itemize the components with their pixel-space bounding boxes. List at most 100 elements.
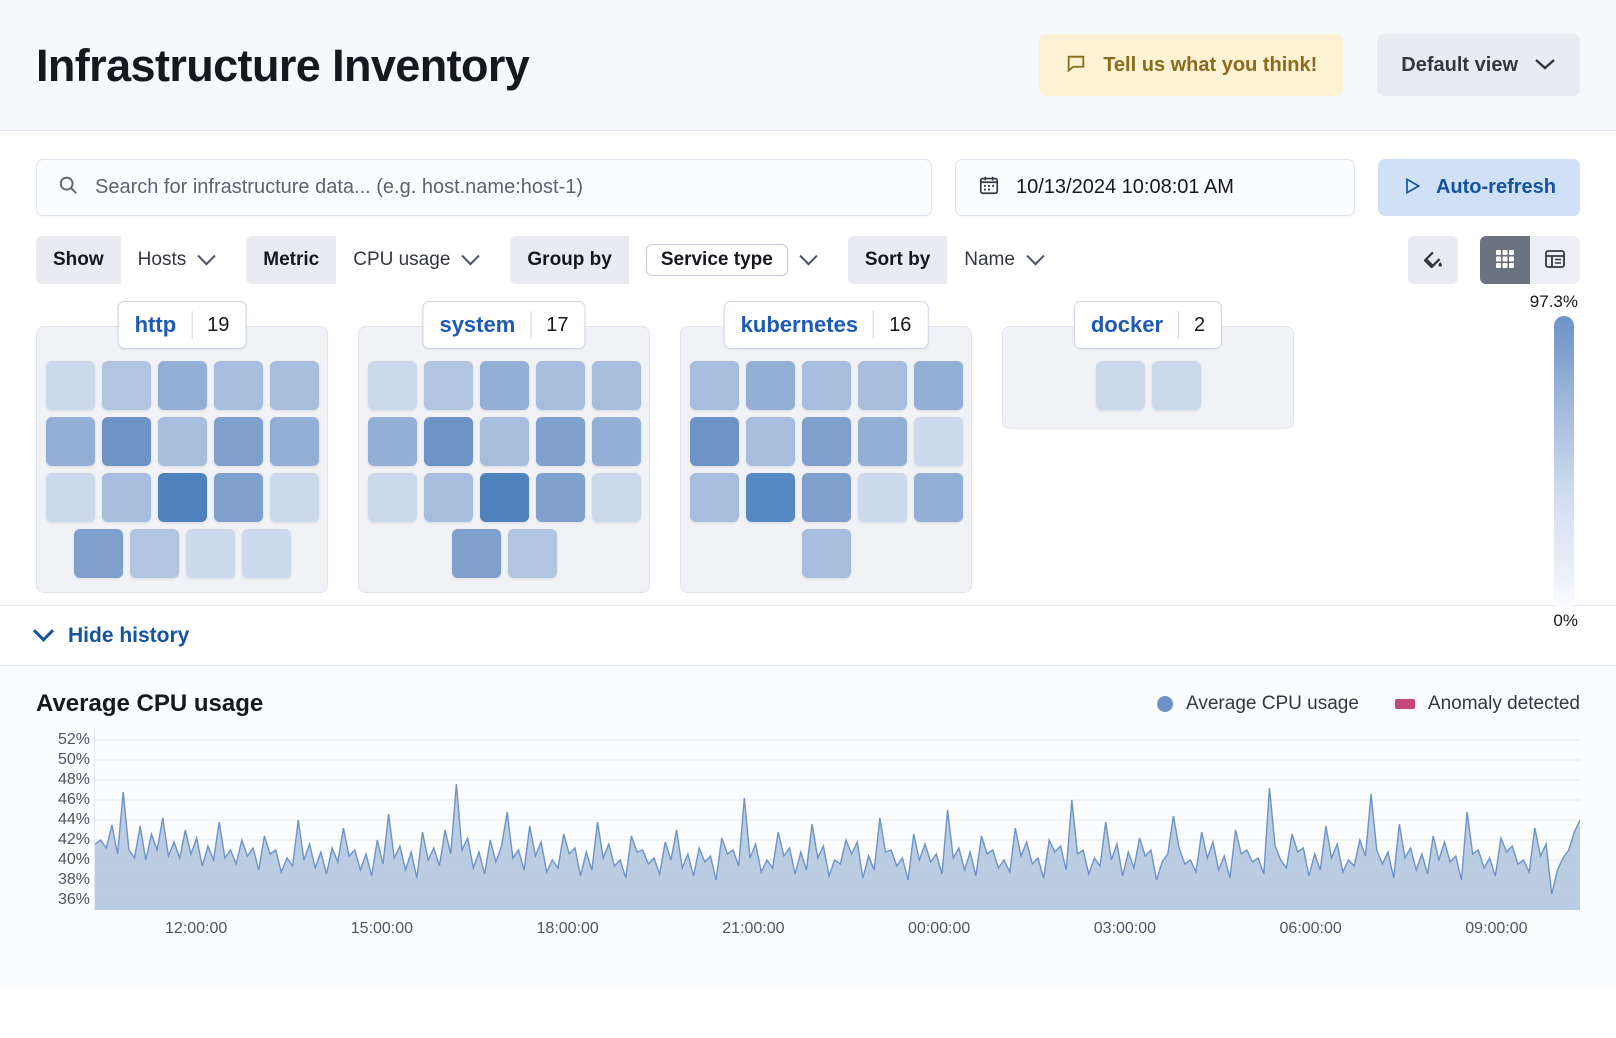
host-tile[interactable] bbox=[689, 473, 739, 522]
host-tile[interactable] bbox=[591, 361, 641, 410]
chevron-down-icon bbox=[461, 246, 481, 265]
host-tile[interactable] bbox=[857, 473, 907, 522]
color-fill-button[interactable] bbox=[1408, 236, 1458, 284]
auto-refresh-button[interactable]: Auto-refresh bbox=[1377, 159, 1580, 216]
group-docker[interactable]: docker 2 bbox=[1002, 301, 1294, 429]
legend-label: Anomaly detected bbox=[1427, 693, 1580, 714]
host-tile[interactable] bbox=[45, 473, 95, 522]
search-input[interactable]: Search for infrastructure data... (e.g. … bbox=[36, 159, 932, 216]
host-tile[interactable] bbox=[479, 417, 529, 466]
host-tile[interactable] bbox=[1095, 361, 1145, 410]
host-tile[interactable] bbox=[101, 361, 151, 410]
host-tile[interactable] bbox=[269, 361, 319, 410]
host-tile[interactable] bbox=[157, 473, 207, 522]
legend-max-label: 97.3% bbox=[1529, 292, 1578, 311]
x-tick-label: 03:00:00 bbox=[1093, 920, 1157, 937]
host-tile[interactable] bbox=[857, 417, 907, 466]
host-tile[interactable] bbox=[1151, 361, 1201, 410]
filter-group-by-value[interactable]: Service type bbox=[628, 236, 832, 284]
host-tile[interactable] bbox=[745, 473, 795, 522]
host-tile[interactable] bbox=[213, 361, 263, 410]
group-badge[interactable]: kubernetes 16 bbox=[723, 301, 929, 349]
host-tile[interactable] bbox=[269, 473, 319, 522]
host-tile[interactable] bbox=[157, 417, 207, 466]
history-chart-panel: Average CPU usage Average CPU usage Anom… bbox=[0, 666, 1616, 986]
host-tile[interactable] bbox=[185, 529, 235, 578]
tile-grid bbox=[37, 345, 327, 578]
host-tile[interactable] bbox=[801, 473, 851, 522]
host-tile[interactable] bbox=[535, 361, 585, 410]
group-badge[interactable]: http 19 bbox=[117, 301, 247, 349]
host-tile[interactable] bbox=[591, 473, 641, 522]
legend-dot-icon bbox=[1157, 696, 1174, 712]
host-tile[interactable] bbox=[535, 473, 585, 522]
tile-row bbox=[45, 417, 319, 466]
play-icon bbox=[1402, 176, 1422, 199]
group-badge[interactable]: system 17 bbox=[422, 301, 586, 349]
host-tile[interactable] bbox=[241, 529, 291, 578]
host-tile[interactable] bbox=[423, 417, 473, 466]
view-tools bbox=[1408, 236, 1580, 284]
host-tile[interactable] bbox=[745, 417, 795, 466]
host-tile[interactable] bbox=[745, 361, 795, 410]
filter-sort-by-value-text: Name bbox=[964, 249, 1015, 270]
chart-header: Average CPU usage Average CPU usage Anom… bbox=[36, 690, 1580, 718]
host-tile[interactable] bbox=[689, 361, 739, 410]
host-tile[interactable] bbox=[479, 473, 529, 522]
host-tile[interactable] bbox=[423, 473, 473, 522]
y-tick-label: 44% bbox=[57, 811, 90, 828]
chart-legend: Average CPU usage Anomaly detected bbox=[1157, 693, 1580, 715]
feedback-button[interactable]: Tell us what you think! bbox=[1039, 34, 1344, 96]
host-tile[interactable] bbox=[591, 417, 641, 466]
host-tile[interactable] bbox=[157, 361, 207, 410]
filter-sort-by-value[interactable]: Name bbox=[947, 236, 1059, 284]
filter-metric-value[interactable]: CPU usage bbox=[336, 236, 495, 284]
group-http[interactable]: http 19 bbox=[36, 301, 328, 593]
host-tile[interactable] bbox=[913, 417, 963, 466]
host-tile[interactable] bbox=[479, 361, 529, 410]
host-tile[interactable] bbox=[45, 361, 95, 410]
group-badge[interactable]: docker 2 bbox=[1073, 301, 1223, 349]
legend-item-anomaly[interactable]: Anomaly detected bbox=[1394, 693, 1580, 715]
host-tile[interactable] bbox=[423, 361, 473, 410]
host-tile[interactable] bbox=[269, 417, 319, 466]
host-tile[interactable] bbox=[367, 473, 417, 522]
host-tile[interactable] bbox=[129, 529, 179, 578]
filter-show-value[interactable]: Hosts bbox=[120, 236, 231, 284]
host-tile[interactable] bbox=[913, 361, 963, 410]
controls-area: Search for infrastructure data... (e.g. … bbox=[0, 131, 1616, 284]
host-tile[interactable] bbox=[213, 417, 263, 466]
host-tile[interactable] bbox=[101, 473, 151, 522]
group-count: 17 bbox=[546, 313, 569, 336]
host-tile[interactable] bbox=[101, 417, 151, 466]
legend-item-average-cpu[interactable]: Average CPU usage bbox=[1157, 693, 1359, 715]
host-tile[interactable] bbox=[367, 361, 417, 410]
chart-area-fill bbox=[95, 784, 1580, 910]
header-actions: Tell us what you think! Default view bbox=[1039, 34, 1580, 96]
host-tile[interactable] bbox=[213, 473, 263, 522]
chart-plot-area[interactable] bbox=[94, 730, 1580, 910]
group-count: 2 bbox=[1194, 313, 1206, 336]
hide-history-toggle[interactable]: Hide history bbox=[0, 606, 1616, 666]
y-tick-label: 48% bbox=[57, 771, 90, 788]
host-tile[interactable] bbox=[451, 529, 501, 578]
host-tile[interactable] bbox=[367, 417, 417, 466]
date-picker[interactable]: 10/13/2024 10:08:01 AM bbox=[954, 159, 1355, 216]
host-tile[interactable] bbox=[801, 361, 851, 410]
group-kubernetes[interactable]: kubernetes 16 bbox=[680, 301, 972, 593]
table-view-button[interactable] bbox=[1530, 236, 1580, 284]
host-tile[interactable] bbox=[689, 417, 739, 466]
host-tile[interactable] bbox=[507, 529, 557, 578]
host-tile[interactable] bbox=[73, 529, 123, 578]
grid-view-button[interactable] bbox=[1480, 236, 1530, 284]
default-view-button[interactable]: Default view bbox=[1377, 34, 1580, 96]
host-tile[interactable] bbox=[857, 361, 907, 410]
filter-group-by: Group by Service type bbox=[510, 236, 832, 284]
tile-row bbox=[689, 417, 963, 466]
host-tile[interactable] bbox=[45, 417, 95, 466]
host-tile[interactable] bbox=[913, 473, 963, 522]
host-tile[interactable] bbox=[801, 417, 851, 466]
group-system[interactable]: system 17 bbox=[358, 301, 650, 593]
host-tile[interactable] bbox=[535, 417, 585, 466]
host-tile[interactable] bbox=[801, 529, 851, 578]
